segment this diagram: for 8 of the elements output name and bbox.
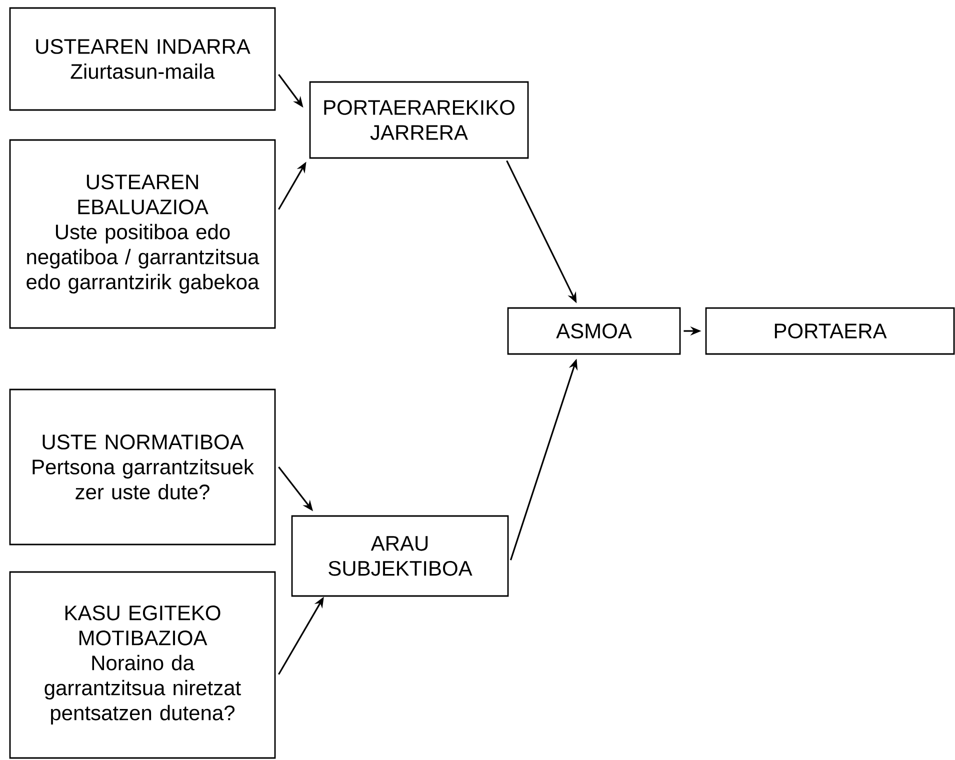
process-box: PORTAERA — [705, 307, 955, 355]
process-box: USTE NORMATIBOA Pertsona garrantzitsuek zer uste dute? — [9, 388, 276, 546]
process-box: USTEAREN INDARRA Ziurtasun-maila — [9, 7, 276, 111]
process-box: ARAU SUBJEKTIBOA — [291, 515, 509, 597]
process-box: KASU EGITEKO MOTIBAZIOA Noraino da garrantzitsua niretzat pentsatzen dutena? — [9, 571, 276, 759]
process-box: PORTAERAREKIKO JARRERA — [309, 81, 529, 159]
process-box: ASMOA — [507, 307, 681, 355]
process-box: USTEAREN EBALUAZIOA Uste positiboa edo negatiboa / garrantzitsua edo garrantzirik gabekoa — [9, 139, 276, 329]
